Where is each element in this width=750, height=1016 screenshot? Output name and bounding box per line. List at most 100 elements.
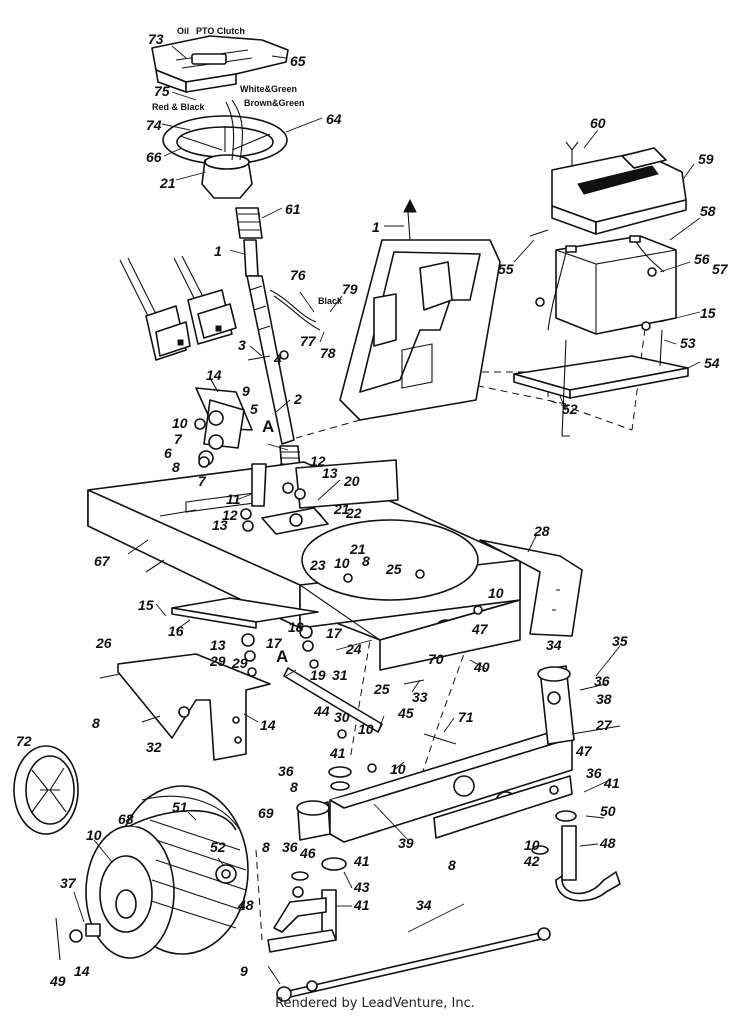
callout-number: 36 (282, 839, 298, 855)
callout-number: 1 (372, 219, 380, 235)
callout-number: 32 (146, 739, 162, 755)
callout-number: 15 (700, 305, 716, 321)
callout-number: 10 (524, 837, 540, 853)
callout-number: 36 (586, 765, 602, 781)
front-axle-38 (329, 665, 575, 843)
callout-number: 10 (334, 555, 350, 571)
callout-number: 10 (358, 721, 374, 737)
callout-number: 41 (603, 775, 620, 791)
callout-number: 44 (313, 703, 330, 719)
callout-number: 41 (329, 745, 346, 761)
annotation-brown-green: Brown&Green (244, 98, 305, 108)
callout-number: 23 (309, 557, 326, 573)
callout-number: 11 (226, 491, 241, 507)
callout-number: 12 (310, 453, 326, 469)
footer-credit: Rendered by LeadVenture, Inc. (275, 996, 475, 1011)
callout-number: 56 (694, 251, 710, 267)
callout-number: 26 (95, 635, 112, 651)
callout-number: 8 (172, 459, 180, 475)
callout-number: 19 (310, 667, 326, 683)
callout-number: 10 (390, 761, 406, 777)
callout-number: 36 (594, 673, 610, 689)
callout-number: 9 (240, 963, 248, 979)
callout-number: 37 (60, 875, 77, 891)
callout-number: 48 (237, 897, 254, 913)
callout-number: 35 (612, 633, 628, 649)
annotation-pto-clutch: PTO Clutch (196, 26, 245, 36)
callout-number: 60 (590, 115, 606, 131)
frame-brace (171, 597, 319, 629)
callout-number: 50 (600, 803, 616, 819)
callout-number: 69 (258, 805, 274, 821)
callout-number: 33 (412, 689, 428, 705)
callout-number: 43 (353, 879, 370, 895)
callout-number: 27 (595, 717, 613, 733)
callout-number: 65 (290, 53, 306, 69)
callout-number: 47 (575, 743, 593, 759)
leader-lines (73, 45, 701, 985)
callout-number: 31 (332, 667, 348, 683)
callout-number: 59 (698, 151, 714, 167)
callout-number: 14 (206, 367, 222, 383)
bearing-48 (215, 864, 237, 884)
callout-number: 8 (448, 857, 456, 873)
callout-number: 7 (198, 473, 207, 489)
callout-number: 64 (326, 111, 342, 127)
callout-number: 8 (290, 779, 298, 795)
connector-plugs (145, 289, 237, 361)
callout-number: 77 (300, 333, 317, 349)
battery-tray-54 (513, 329, 689, 437)
callout-number: 53 (680, 335, 696, 351)
callout-number: 14 (74, 963, 90, 979)
axle-support-27 (117, 653, 271, 761)
callout-number: 7 (174, 431, 183, 447)
callout-number: 8 (362, 553, 370, 569)
spindle-right-42 (555, 825, 621, 902)
callout-number: 17 (266, 635, 283, 651)
callout-number: 39 (398, 835, 414, 851)
callout-number: 22 (345, 505, 362, 521)
dash-panel-65 (151, 35, 289, 93)
callout-number: 14 (260, 717, 276, 733)
annotation-oil: Oil (177, 26, 189, 36)
steering-gear-plate (251, 463, 329, 535)
callout-number: 45 (397, 705, 414, 721)
reference-letter-a: A (276, 647, 288, 666)
callout-number: 75 (154, 83, 170, 99)
wire-harness (119, 99, 321, 341)
callout-number: 40 (473, 659, 490, 675)
callout-number: 20 (343, 473, 360, 489)
callout-number: 2 (293, 391, 302, 407)
annotation-red-black: Red & Black (152, 102, 206, 112)
callout-number: 8 (262, 839, 270, 855)
callout-number: 25 (385, 561, 402, 577)
fender-seat-pan (339, 198, 501, 421)
callout-number: 6 (164, 445, 172, 461)
callout-number: 28 (533, 523, 550, 539)
reference-letter-a: A (262, 417, 274, 436)
callout-number: 49 (49, 973, 66, 989)
callout-number: 41 (353, 853, 370, 869)
tire-50 (85, 785, 249, 959)
battery-58 (547, 235, 677, 335)
annotation-white-green: White&Green (240, 84, 297, 94)
callout-number: 34 (416, 897, 432, 913)
callout-number: 71 (458, 709, 474, 725)
callout-number: 42 (523, 853, 540, 869)
callout-number: 54 (704, 355, 720, 371)
callout-number: 76 (290, 267, 306, 283)
callout-number: 61 (285, 201, 301, 217)
callout-number: 18 (288, 619, 304, 635)
callout-number: 16 (168, 623, 184, 639)
callout-number: 9 (242, 383, 250, 399)
callout-number: 67 (94, 553, 111, 569)
callout-number: 79 (342, 281, 358, 297)
callout-number: 66 (146, 149, 162, 165)
callout-number: 36 (278, 763, 294, 779)
callout-number: 55 (498, 261, 514, 277)
steering-column (235, 207, 301, 471)
callout-number: 3 (238, 337, 246, 353)
callout-number: 41 (353, 897, 370, 913)
callout-number: 68 (118, 811, 134, 827)
